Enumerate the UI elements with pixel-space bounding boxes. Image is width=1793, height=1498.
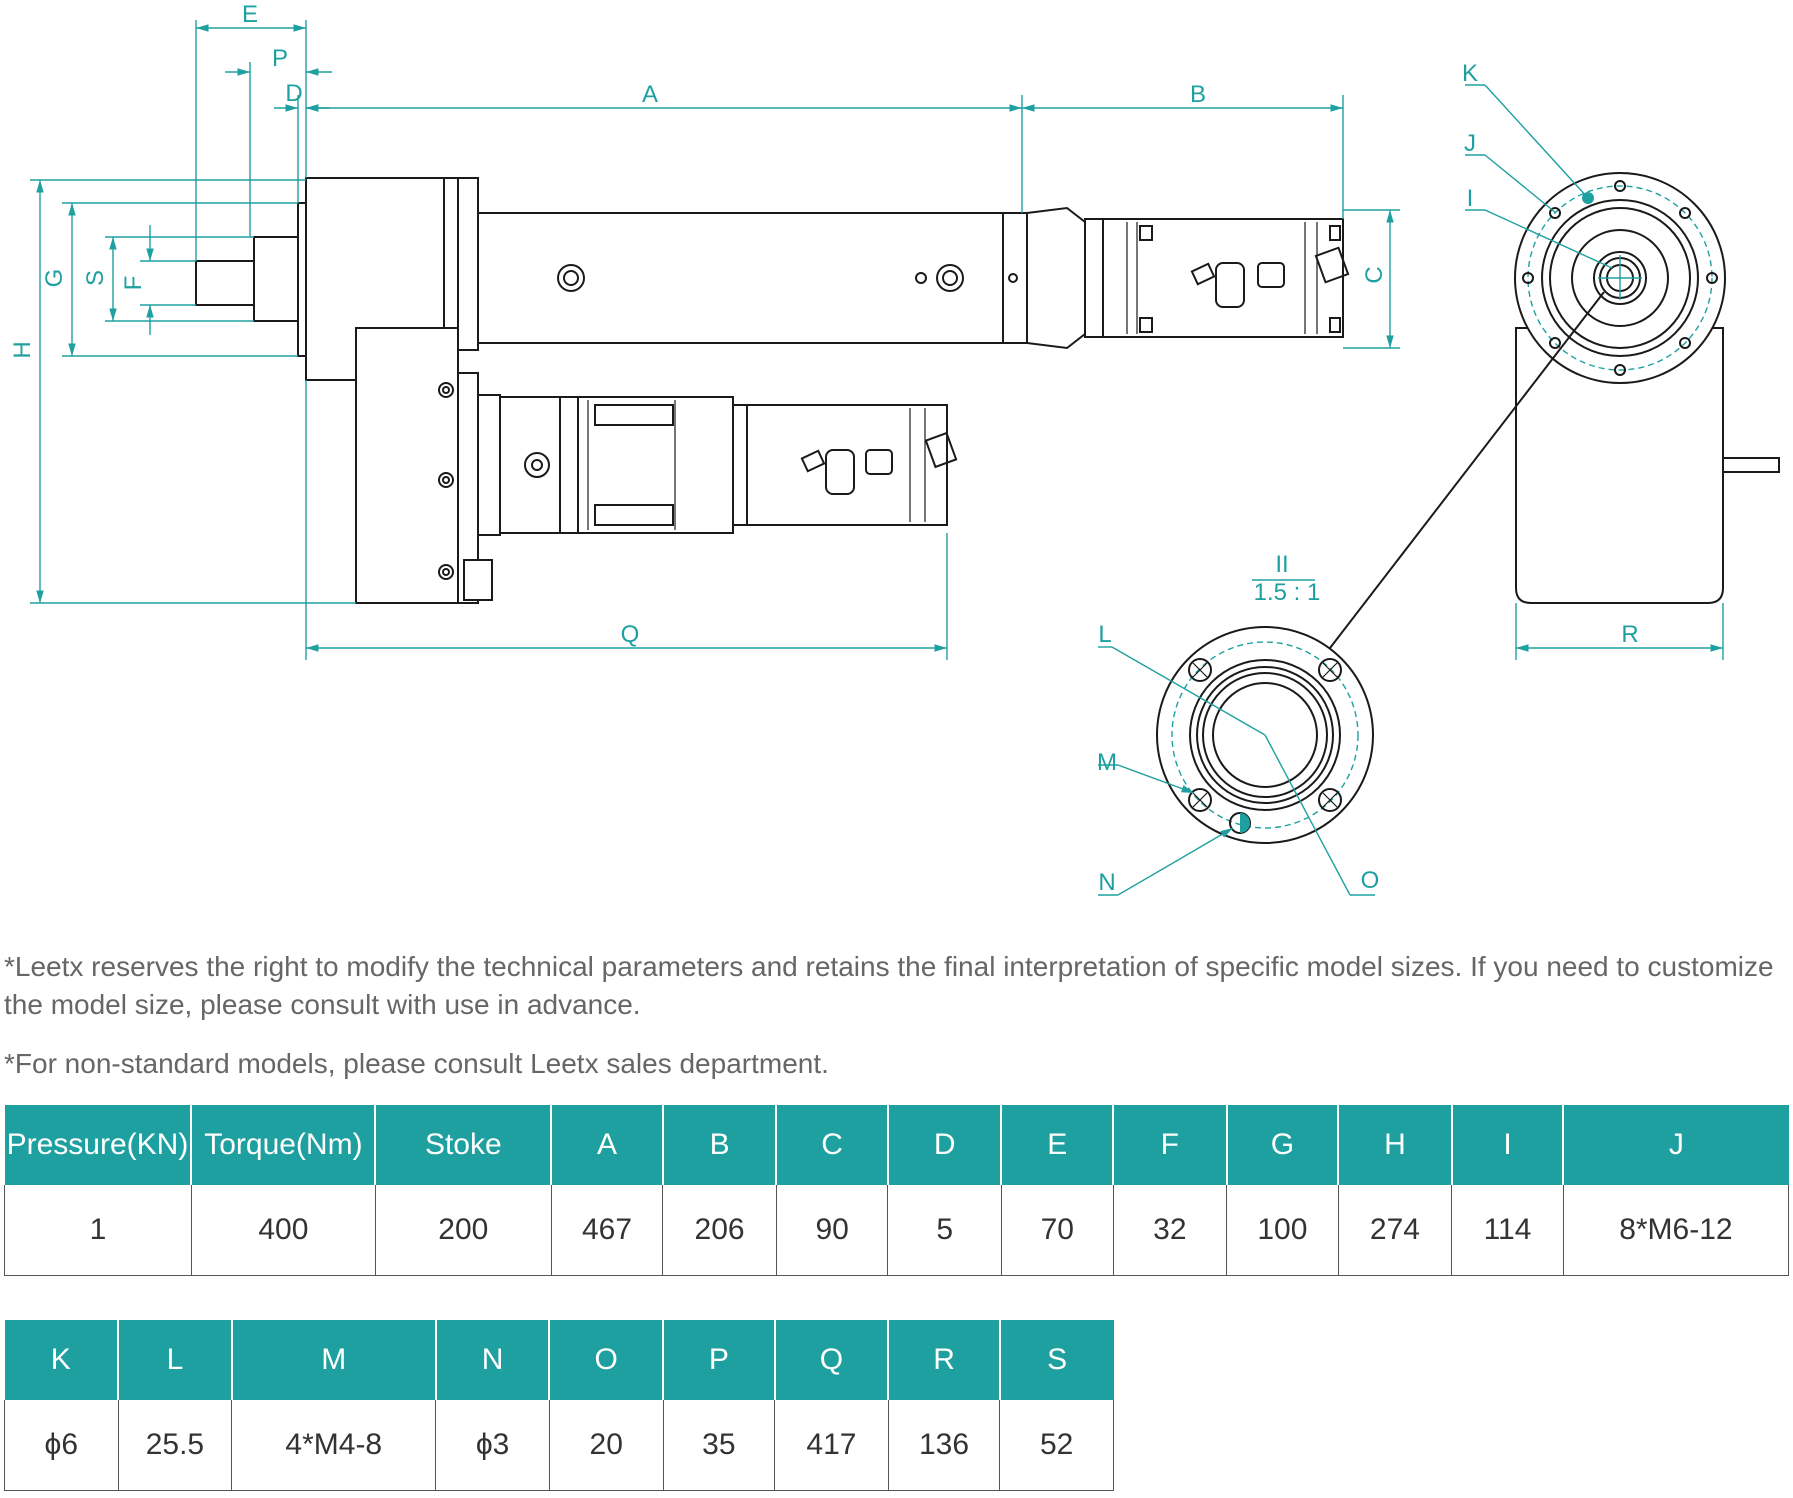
col-header-d: D <box>887 1105 1003 1185</box>
col-header-f: F <box>1113 1105 1228 1185</box>
callout-label-k: K <box>1462 60 1478 87</box>
col-header-m: M <box>231 1320 437 1400</box>
table-header-row: Pressure(KN) Torque(Nm) Stoke A B C D E … <box>4 1105 1789 1185</box>
cell-stoke: 200 <box>375 1185 552 1276</box>
col-header-q: Q <box>774 1320 890 1400</box>
dim-label-d: D <box>285 80 302 107</box>
side-view <box>195 177 1350 604</box>
col-header-h: H <box>1338 1105 1453 1185</box>
cell-o: 20 <box>549 1400 664 1491</box>
col-header-a: A <box>551 1105 664 1185</box>
callout-label-m: M <box>1097 749 1117 776</box>
col-header-g: G <box>1226 1105 1340 1185</box>
col-header-c: C <box>776 1105 889 1185</box>
end-view: K J I R <box>1462 60 1780 660</box>
dim-label-e: E <box>242 1 258 28</box>
non-standard-note: *For non-standard models, please consult… <box>4 1048 829 1079</box>
cell-p: 35 <box>663 1400 776 1491</box>
spec-table-main: Pressure(KN) Torque(Nm) Stoke A B C D E … <box>4 1105 1790 1276</box>
cell-q: 417 <box>774 1400 889 1491</box>
table-header-row: K L M N O P Q R S <box>4 1320 1114 1400</box>
col-header-stoke: Stoke <box>375 1105 553 1185</box>
col-header-n: N <box>435 1320 551 1400</box>
col-header-l: L <box>118 1320 233 1400</box>
cell-g: 100 <box>1226 1185 1339 1276</box>
callout-label-o: O <box>1361 867 1380 894</box>
cell-f: 32 <box>1113 1185 1228 1276</box>
dim-label-h: H <box>9 341 36 358</box>
callout-label-l: L <box>1098 621 1111 648</box>
dim-label-r: R <box>1621 621 1638 648</box>
dim-label-b: B <box>1190 81 1206 108</box>
side-view-dimensions: E P D A B Q H G S <box>9 1 1400 660</box>
dim-label-s: S <box>82 270 109 286</box>
callout-label-i: I <box>1467 185 1474 212</box>
col-header-e: E <box>1001 1105 1115 1185</box>
col-header-o: O <box>549 1320 665 1400</box>
cell-l: 25.5 <box>118 1400 233 1491</box>
cell-s: 52 <box>999 1400 1114 1491</box>
detail-id: II <box>1275 551 1288 578</box>
disclaimer-note: *Leetx reserves the right to modify the … <box>4 951 1774 1020</box>
spec-table-secondary: K L M N O P Q R S ϕ6 25.5 4*M4-8 ϕ3 20 3… <box>4 1320 1114 1491</box>
cell-c: 90 <box>776 1185 889 1276</box>
cell-b: 206 <box>662 1185 777 1276</box>
col-header-i: I <box>1451 1105 1565 1185</box>
cell-e: 70 <box>1001 1185 1114 1276</box>
dim-label-a: A <box>642 81 658 108</box>
table-row: 1 400 200 467 206 90 5 70 32 100 274 114… <box>4 1185 1790 1276</box>
cell-d: 5 <box>887 1185 1002 1276</box>
detail-scale: 1.5 : 1 <box>1254 579 1321 606</box>
cell-r: 136 <box>888 1400 1001 1491</box>
cell-h: 274 <box>1338 1185 1453 1276</box>
col-header-j: J <box>1563 1105 1789 1185</box>
col-header-b: B <box>662 1105 778 1185</box>
cell-m: 4*M4-8 <box>231 1400 437 1491</box>
callout-label-n: N <box>1098 869 1115 896</box>
dim-label-p: P <box>272 45 288 72</box>
technical-drawing: E P D A B Q H G S <box>9 1 1780 896</box>
col-header-p: P <box>663 1320 776 1400</box>
cell-j: 8*M6-12 <box>1563 1185 1790 1276</box>
col-header-s: S <box>999 1320 1114 1400</box>
col-header-pressure: Pressure(KN) <box>4 1105 193 1185</box>
detail-view: II 1.5 : 1 L M N O <box>1097 291 1605 896</box>
callout-label-j: J <box>1464 130 1476 157</box>
cell-n: ϕ3 <box>435 1400 550 1491</box>
dim-label-f: F <box>120 276 147 291</box>
col-header-k: K <box>4 1320 120 1400</box>
bolt-circle-holes <box>1522 180 1718 376</box>
dim-label-q: Q <box>621 621 640 648</box>
cell-k: ϕ6 <box>4 1400 119 1491</box>
cell-a: 467 <box>551 1185 664 1276</box>
cell-torque: 400 <box>191 1185 376 1276</box>
cell-pressure: 1 <box>4 1185 192 1276</box>
table-row: ϕ6 25.5 4*M4-8 ϕ3 20 35 417 136 52 <box>4 1400 1114 1491</box>
dim-label-c: C <box>1361 266 1388 283</box>
dim-label-g: G <box>41 269 68 288</box>
cell-i: 114 <box>1451 1185 1564 1276</box>
col-header-r: R <box>888 1320 1001 1400</box>
col-header-torque: Torque(Nm) <box>191 1105 377 1185</box>
